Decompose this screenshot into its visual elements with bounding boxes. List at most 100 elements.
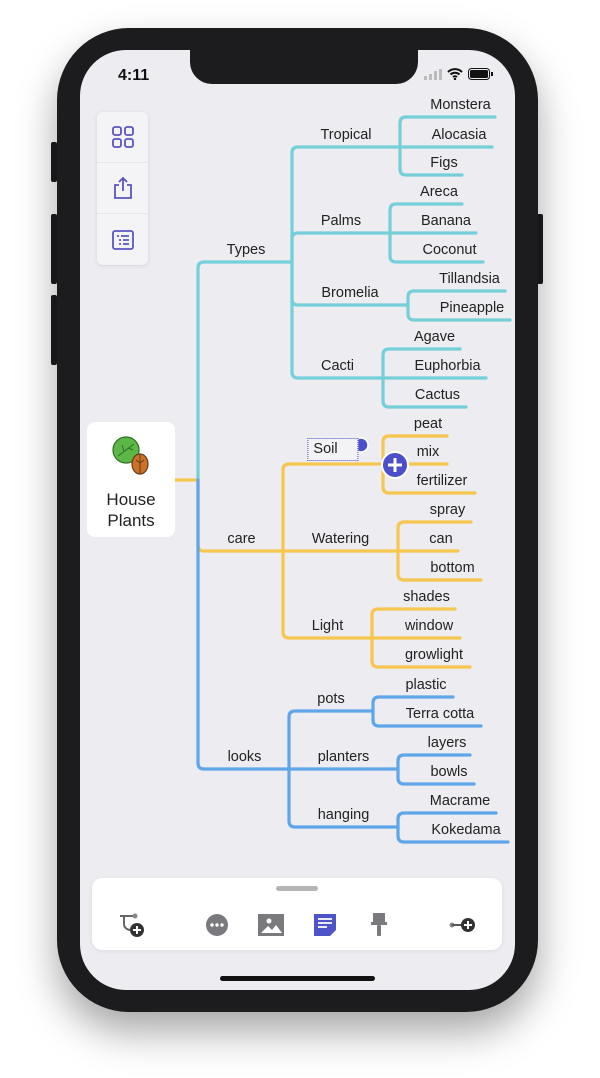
add-sibling-icon [449, 918, 475, 932]
image-button[interactable] [258, 912, 284, 938]
leaf-line [370, 607, 457, 640]
add-node-plus-icon[interactable] [381, 451, 409, 479]
wifi-icon [447, 68, 463, 80]
mind-map-canvas[interactable] [80, 50, 515, 990]
leaf-line [381, 376, 468, 409]
subtopic-node[interactable]: planters [317, 749, 370, 765]
outline-button[interactable] [97, 214, 148, 265]
subbranch-line [281, 462, 385, 553]
leaf-node[interactable]: Terra cotta [405, 706, 475, 722]
home-indicator [220, 976, 375, 981]
more-icon [206, 914, 228, 936]
leaf-node[interactable]: growlight [404, 647, 464, 663]
share-button[interactable] [97, 163, 148, 214]
leaf-node[interactable]: Coconut [422, 242, 477, 258]
status-time: 4:11 [118, 67, 150, 84]
leaf-line [406, 303, 512, 322]
subbranch-line [281, 549, 374, 640]
leaf-node[interactable]: Banana [421, 213, 471, 229]
leaf-line [398, 115, 497, 149]
note-button[interactable] [312, 912, 338, 938]
leaf-line [381, 462, 477, 495]
leaf-line [381, 434, 449, 466]
leaf-node[interactable]: Figs [430, 155, 458, 171]
leaf-node[interactable]: can [429, 531, 453, 547]
leaf-node[interactable]: Areca [420, 184, 458, 200]
subbranch-line [287, 767, 400, 829]
notch [190, 50, 418, 84]
side-toolbox [97, 112, 148, 265]
leaf-node[interactable]: layers [427, 735, 467, 751]
image-icon [258, 914, 284, 936]
grid-icon [111, 126, 134, 148]
leaf-line [396, 520, 473, 553]
signal-icon [424, 68, 442, 80]
leaf-node[interactable]: mix [416, 444, 440, 460]
subtopic-node[interactable]: Bromelia [321, 285, 379, 301]
leaf-node[interactable]: Tillandsia [439, 271, 500, 287]
status-icons [424, 68, 493, 80]
leaf-node[interactable]: Cactus [414, 387, 461, 403]
subtopic-node[interactable]: hanging [317, 807, 370, 823]
leaf-node[interactable]: fertilizer [416, 473, 468, 489]
branch-line-looks [196, 478, 291, 771]
leaf-line [396, 767, 476, 786]
mind-map-canvas[interactable] [80, 50, 515, 990]
subtopic-node[interactable]: Tropical [320, 127, 372, 143]
leaf-node[interactable]: bowls [430, 764, 468, 780]
add-child-icon [120, 913, 144, 937]
leaf-line [371, 709, 483, 728]
leaf-line [388, 231, 485, 264]
branch-node-care[interactable]: care [227, 531, 256, 547]
leaf-line [396, 825, 510, 844]
branch-node-looks[interactable]: looks [227, 749, 262, 765]
subbranch-line [290, 231, 392, 264]
leaves-icon [112, 436, 149, 475]
leaf-node[interactable]: Alocasia [431, 127, 487, 143]
leaf-node[interactable]: Macrame [429, 793, 491, 809]
subbranch-line [287, 709, 375, 771]
leaf-line [396, 811, 498, 829]
note-icon [314, 914, 336, 936]
subtopic-node[interactable]: Light [311, 618, 344, 634]
leaf-line [406, 289, 507, 307]
leaf-node[interactable]: bottom [430, 560, 475, 576]
selected-node-soil[interactable]: Soil [307, 438, 359, 461]
add-sibling-button[interactable] [449, 912, 475, 938]
leaf-node[interactable]: Monstera [430, 97, 491, 113]
grid-button[interactable] [97, 112, 148, 163]
leaf-line [388, 202, 464, 235]
leaf-node[interactable]: Agave [413, 329, 456, 345]
subtopic-node[interactable]: Watering [311, 531, 370, 547]
battery-icon [468, 68, 493, 80]
style-brush-icon [371, 913, 387, 936]
leaf-node[interactable]: Pineapple [439, 300, 505, 316]
leaf-line [398, 145, 464, 177]
subtopic-node[interactable]: pots [317, 691, 345, 707]
subtopic-node[interactable]: Palms [320, 213, 362, 229]
style-button[interactable] [366, 912, 392, 938]
leaf-node[interactable]: shades [403, 589, 450, 605]
share-icon [113, 176, 132, 199]
add-child-button[interactable] [118, 912, 144, 938]
leaf-node[interactable]: Euphorbia [414, 358, 481, 374]
leaf-line [370, 636, 472, 669]
leaf-node[interactable]: plastic [405, 677, 447, 693]
leaf-line [396, 549, 483, 582]
more-button[interactable] [204, 912, 230, 938]
leaf-line [371, 695, 455, 713]
bottom-toolbar [92, 878, 502, 950]
subtopic-node[interactable]: Cacti [320, 358, 355, 374]
drag-handle[interactable] [276, 886, 318, 891]
branch-node-types[interactable]: Types [226, 242, 266, 258]
leaf-node[interactable]: window [404, 618, 454, 634]
leaf-line [381, 347, 462, 380]
leaf-node[interactable]: peat [413, 416, 443, 432]
leaf-line [396, 753, 472, 771]
leaf-node[interactable]: spray [429, 502, 466, 518]
subbranch-line [290, 145, 402, 264]
leaf-node[interactable]: Kokedama [431, 822, 501, 838]
